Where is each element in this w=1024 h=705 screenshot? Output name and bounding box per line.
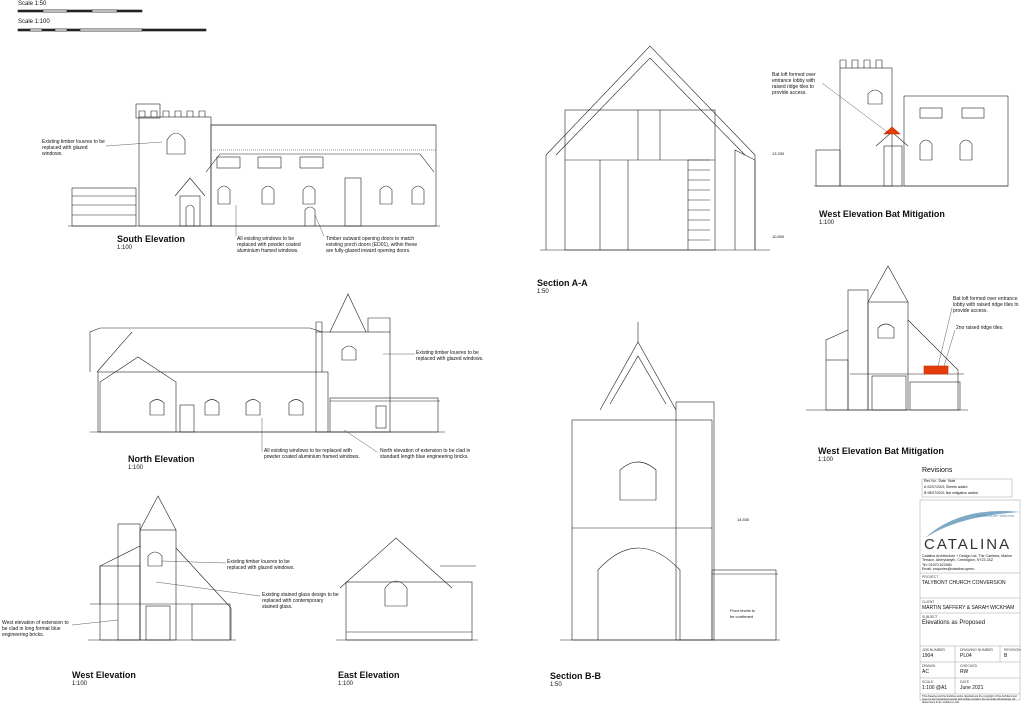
north-elevation-scale: 1:100 xyxy=(128,465,144,471)
title-block-frame xyxy=(919,478,1021,701)
brand-logo: CATALINA xyxy=(924,536,1012,553)
scale-bar-50 xyxy=(17,9,143,13)
note-floor-levels: Floor levels to be confirmed xyxy=(730,608,755,619)
north-elevation-drawing xyxy=(89,293,445,433)
bat-mitigation-2-title: West Elevation Bat Mitigation xyxy=(818,446,944,456)
west-elevation-title: West Elevation xyxy=(72,670,136,680)
west-elevation-scale: 1:100 xyxy=(72,681,88,687)
revisions-table: Rev No. Date Note A 02/07/2021 Sheets ad… xyxy=(924,479,978,495)
bat-mitigation-2-scale: 1:100 xyxy=(818,457,834,463)
bat-mitigation-1-scale: 1:100 xyxy=(819,220,835,226)
note-south-louvres: Existing timber louvres to be replaced w… xyxy=(42,139,105,157)
bat-mitigation-1-title: West Elevation Bat Mitigation xyxy=(819,209,945,219)
brand-tagline: Architecture+Interiors xyxy=(976,513,1015,518)
note-bat-loft-2: Bat loft formed over entrance lobby with… xyxy=(953,296,1019,314)
level-marker-2: 10.800 xyxy=(772,234,785,239)
note-west-extension: West elevation of extension to be clad i… xyxy=(2,620,69,638)
south-elevation-title: South Elevation xyxy=(117,234,186,244)
note-west-louvres: Existing timber louvres to be replaced w… xyxy=(227,559,295,571)
west-elevation-drawing xyxy=(88,495,236,641)
note-west-glass: Existing stained glass design to be repl… xyxy=(262,592,339,610)
note-raised-ridge: 2no raised ridge tiles. xyxy=(956,325,1004,331)
revisions-title: Revisions xyxy=(922,467,953,474)
scale-bar-100 xyxy=(17,28,207,32)
section-b-b-scale: 1:50 xyxy=(550,682,562,688)
note-north-extension: North elevation of extension to be clad … xyxy=(380,448,471,460)
section-a-a-scale: 1:50 xyxy=(537,289,549,295)
east-elevation-drawing xyxy=(336,537,478,641)
section-a-a-title: Section A-A xyxy=(537,278,588,288)
scale-label-50: Scale 1:50 xyxy=(18,1,47,7)
section-b-b-title: Section B-B xyxy=(550,671,602,681)
north-elevation-title: North Elevation xyxy=(128,454,195,464)
note-bat-loft-1: Bat loft formed over entrance lobby with… xyxy=(772,72,816,96)
scale-label-100: Scale 1:100 xyxy=(18,19,50,25)
note-south-windows: All existing windows to be replaced with… xyxy=(237,236,301,254)
note-north-windows: All existing windows to be replaced with… xyxy=(264,448,360,460)
east-elevation-title: East Elevation xyxy=(338,670,400,680)
company-address: Catalina Architecture + Design Ltd, The … xyxy=(922,554,1013,572)
section-b-b-drawing xyxy=(560,322,780,641)
section-a-a-drawing xyxy=(540,45,770,251)
west-bat-mitigation-2-drawing xyxy=(806,265,968,411)
level-marker-3: 14.530 xyxy=(737,517,750,522)
annotation-leaders xyxy=(71,82,956,626)
note-north-louvres: Existing timber louvres to be replaced w… xyxy=(416,350,484,362)
east-elevation-scale: 1:100 xyxy=(338,681,354,687)
disclaimer: This drawing and the building works depi… xyxy=(922,695,1017,704)
note-south-doors: Timber outward opening doors to match ex… xyxy=(326,236,418,254)
west-bat-mitigation-1-drawing xyxy=(814,59,1009,187)
south-elevation-drawing xyxy=(68,103,440,227)
south-elevation-scale: 1:100 xyxy=(117,245,133,251)
level-marker-1: 13.330 xyxy=(772,151,785,156)
